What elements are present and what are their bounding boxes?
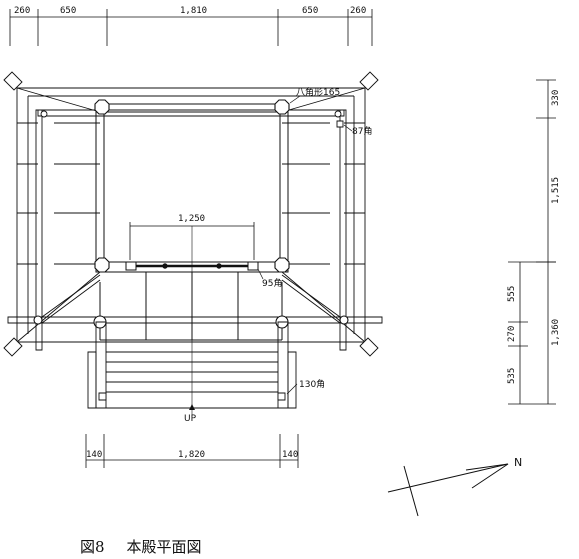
square-post-95-label: 95角	[262, 277, 282, 289]
square-post-130-label: 130角	[299, 378, 325, 390]
octagonal-post-label: 八角形165	[296, 86, 340, 98]
inner-dim-label: 1,250	[178, 214, 205, 224]
bottom-dimension-line	[86, 434, 298, 468]
top-dimension-line	[10, 9, 372, 46]
north-label: N	[514, 456, 522, 469]
bottom-dim-1: 140	[86, 450, 102, 460]
right-dim-1515: 1,515	[551, 177, 561, 204]
figure-caption: 図8 本殿平面図	[80, 536, 224, 557]
square-post-87-label: 87角	[352, 125, 372, 137]
right-dimension-line-lower	[508, 262, 556, 404]
up-arrow	[189, 404, 195, 410]
octagonal-posts	[34, 100, 348, 328]
north-arrow	[388, 464, 508, 516]
top-dim-4: 650	[302, 6, 318, 16]
right-dim-555: 555	[507, 286, 517, 302]
up-label: UP	[184, 414, 197, 424]
top-dim-3: 1,810	[180, 6, 207, 16]
corner-ornaments	[4, 72, 378, 356]
right-dim-330: 330	[551, 90, 561, 106]
bottom-dim-2: 1,820	[178, 450, 205, 460]
top-dim-1: 260	[14, 6, 30, 16]
veranda-beams	[8, 110, 382, 350]
right-dimension-line-upper	[536, 80, 556, 262]
veranda-small-posts	[41, 111, 343, 127]
right-dim-535: 535	[507, 368, 517, 384]
top-dim-2: 650	[60, 6, 76, 16]
floor-plan-drawing: 260 650 1,810 650 260	[0, 6, 561, 530]
figure-title: 本殿平面図	[126, 538, 202, 556]
bottom-dim-3: 140	[282, 450, 298, 460]
right-dim-270: 270	[507, 326, 517, 342]
figure-number: 図8	[80, 538, 105, 556]
stair-newel-posts	[99, 393, 285, 400]
right-dim-1360: 1,360	[551, 319, 561, 346]
top-dim-5: 260	[350, 6, 366, 16]
